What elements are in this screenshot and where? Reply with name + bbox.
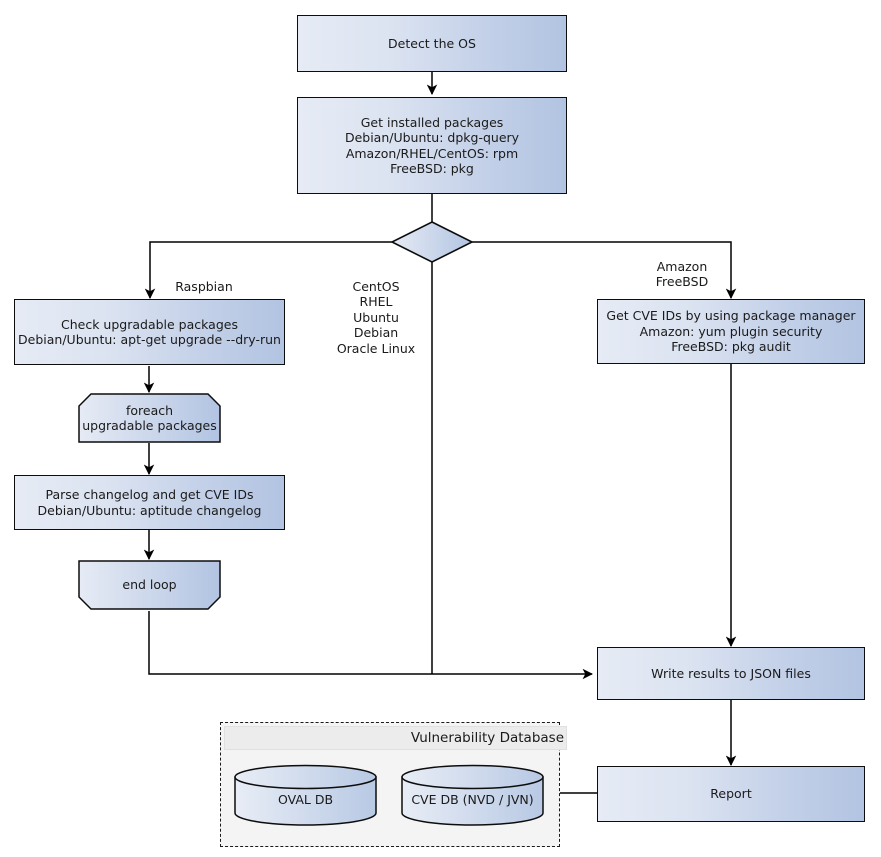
db-oval-label: OVAL DB <box>277 792 334 807</box>
node-parse-changelog-label: Parse changelog and get CVE IDs Debian/U… <box>37 487 262 518</box>
node-end-loop[interactable]: end loop <box>78 560 221 610</box>
node-get-cve-ids[interactable]: Get CVE IDs by using package manager Ama… <box>597 299 865 364</box>
node-get-installed-packages-label: Get installed packages Debian/Ubuntu: dp… <box>344 114 520 177</box>
node-write-results[interactable]: Write results to JSON files <box>597 647 865 700</box>
loop-end-shape <box>78 560 221 610</box>
node-end-loop-label: end loop <box>122 577 177 593</box>
diamond-shape <box>390 221 474 263</box>
branch-label-left-text: Raspbian <box>175 278 233 294</box>
db-cve-label: CVE DB (NVD / JVN) <box>411 792 534 807</box>
branch-label-middle-text: CentOS RHEL Ubuntu Debian Oracle Linux <box>336 278 416 356</box>
node-os-decision[interactable] <box>390 220 474 264</box>
node-write-results-label: Write results to JSON files <box>651 665 811 681</box>
node-report[interactable]: Report <box>597 766 865 822</box>
node-get-cve-ids-label: Get CVE IDs by using package manager Ama… <box>606 308 856 355</box>
branch-label-right-text: Amazon FreeBSD <box>655 258 709 290</box>
node-detect-os-label: Detect the OS <box>388 35 476 51</box>
branch-label-left: Raspbian <box>154 263 254 294</box>
cylinder-shape-oval <box>234 764 377 826</box>
node-foreach-loop[interactable]: foreach upgradable packages <box>78 393 221 443</box>
node-detect-os[interactable]: Detect the OS <box>297 15 567 72</box>
edge-endloop-to-write <box>148 611 594 680</box>
db-oval[interactable]: OVAL DB <box>233 764 378 826</box>
db-cve[interactable]: CVE DB (NVD / JVN) <box>400 764 545 826</box>
node-report-label: Report <box>710 786 752 802</box>
group-title-vulnerability-database: Vulnerability Database <box>224 726 567 750</box>
node-foreach-loop-label: foreach upgradable packages <box>82 402 217 434</box>
node-parse-changelog[interactable]: Parse changelog and get CVE IDs Debian/U… <box>14 475 285 530</box>
node-get-installed-packages[interactable]: Get installed packages Debian/Ubuntu: dp… <box>297 97 567 194</box>
loop-start-shape <box>78 393 221 443</box>
branch-label-right: Amazon FreeBSD <box>632 243 732 290</box>
cylinder-shape-cve <box>401 764 544 826</box>
node-check-upgradable[interactable]: Check upgradable packages Debian/Ubuntu:… <box>14 299 285 365</box>
group-vulnerability-database: Vulnerability Database <box>220 722 567 847</box>
branch-label-middle: CentOS RHEL Ubuntu Debian Oracle Linux <box>316 263 436 356</box>
group-title-text: Vulnerability Database <box>410 730 564 746</box>
node-check-upgradable-label: Check upgradable packages Debian/Ubuntu:… <box>18 316 281 348</box>
